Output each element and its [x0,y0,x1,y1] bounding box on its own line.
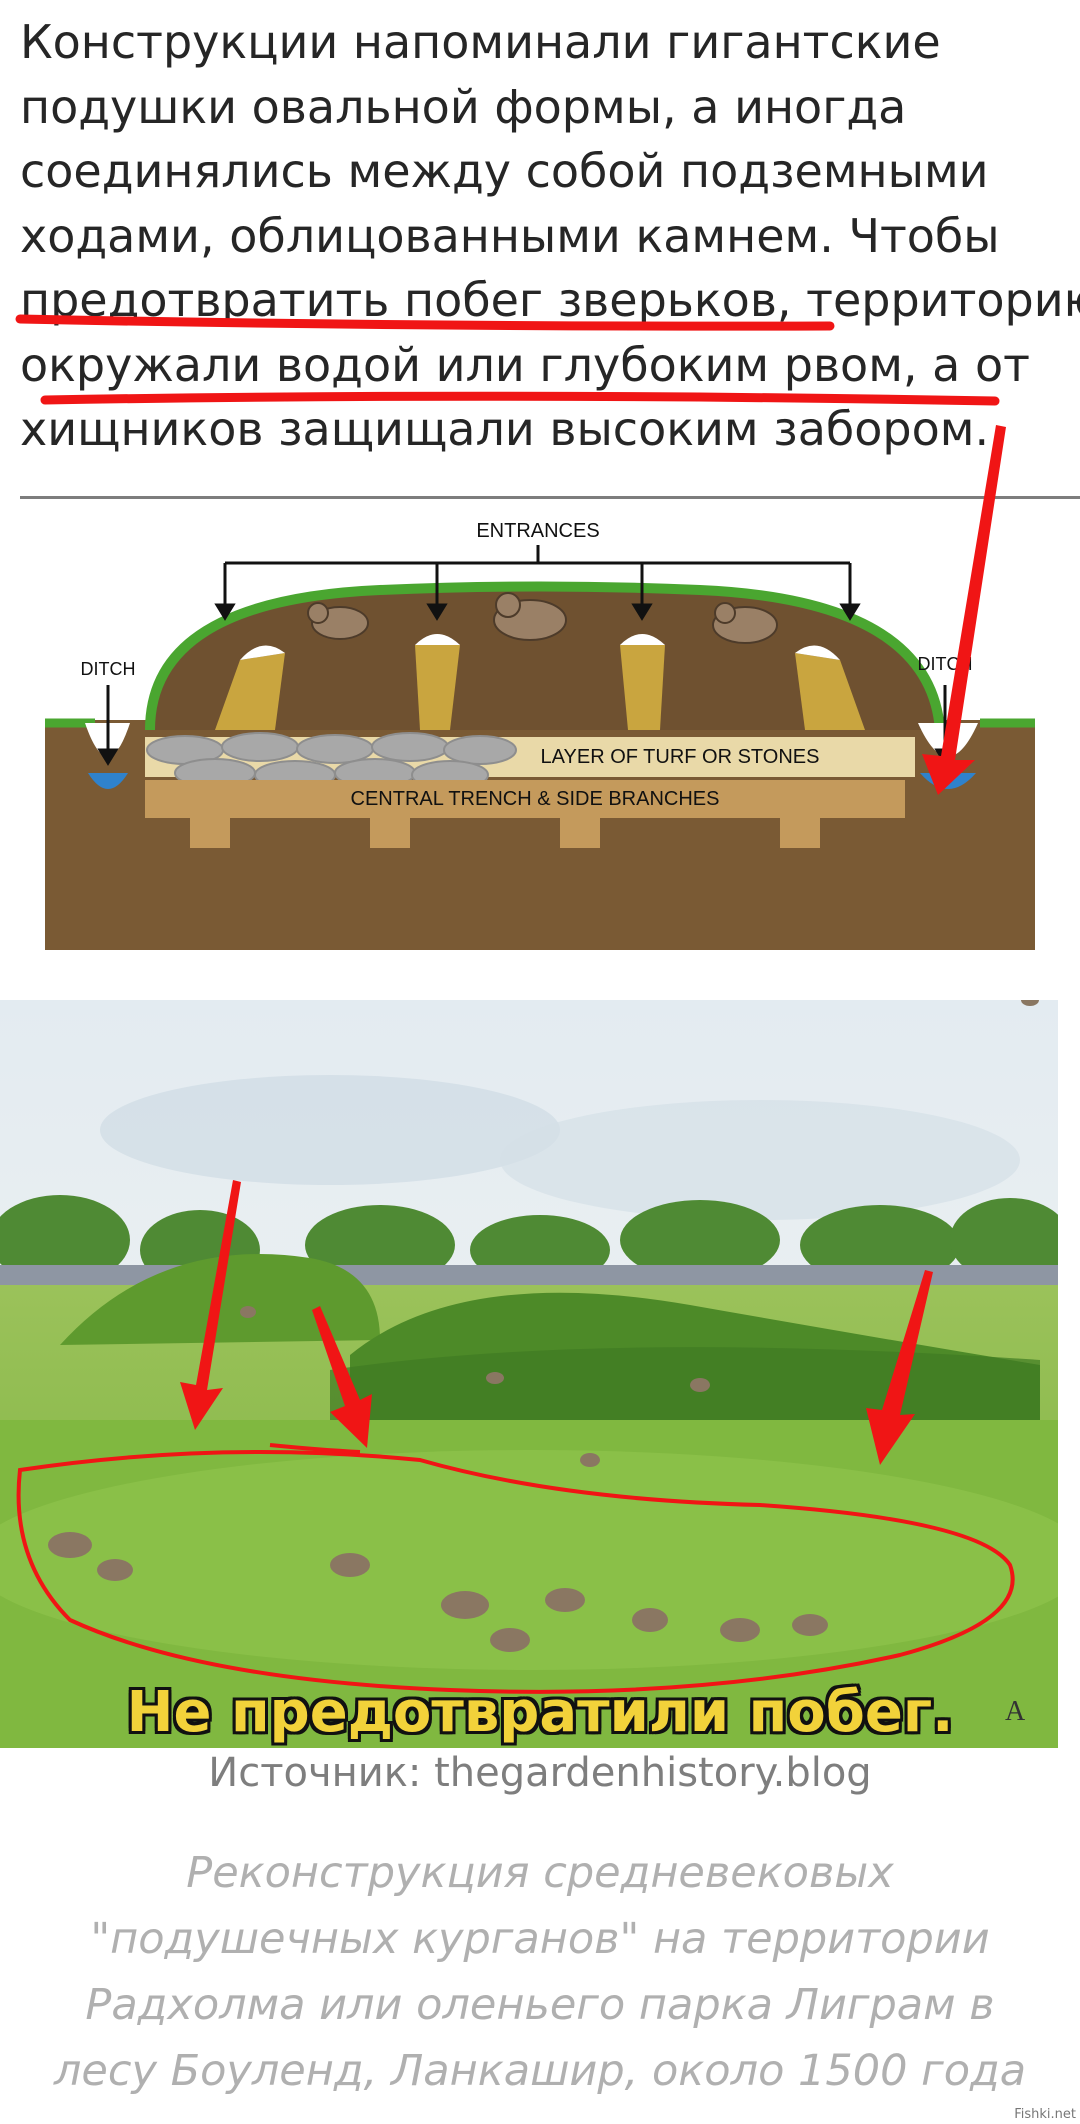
svg-text:A: A [1005,1696,1026,1727]
pillow-mound-diagram: ENTRANCES DITCH DITCH LAYER OF TURF OR S… [45,520,1035,950]
entrances-label: ENTRANCES [476,520,599,542]
article-line: окружали водой или глубоким рвом, а от [20,337,1030,392]
trench-label: CENTRAL TRENCH & SIDE BRANCHES [351,788,720,810]
layer-label: LAYER OF TURF OR STONES [541,746,820,768]
article-line: подушки овальной формы, а иногда [20,79,907,134]
painting-overlay-caption: Не предотвратили побег. [126,1680,954,1745]
watermark: Fishki.net [1014,2107,1076,2122]
caption-line: лесу Боуленд, Ланкашир, около 1500 года [53,2046,1027,2096]
ditch-right-label: DITCH [918,654,973,674]
image-source: Источник: thegardenhistory.blog [208,1750,872,1796]
figure-caption: Реконструкция средневековых "подушечных … [0,1840,1080,2104]
section-divider [20,496,1080,499]
article-line: предотвратить побег зверьков, территорию [20,273,1080,327]
article-paragraph: Конструкции напоминали гигантские подушк… [20,10,1080,462]
caption-line: "подушечных курганов" на территории [90,1914,990,1964]
ditch-left-label: DITCH [81,659,136,679]
pillow-mound-painting: A [0,1000,1058,1748]
caption-line: Реконструкция средневековых [186,1848,894,1898]
article-line: хищников защищали высоким забором. [20,402,990,456]
article-line: соединялись между собой подземными [20,144,989,198]
article-line: ходами, облицованными камнем. Чтобы [20,208,1000,263]
article-line: Конструкции напоминали гигантские [20,15,941,69]
caption-line: Радхолма или оленьего парка Лиграм в [85,1980,995,2030]
